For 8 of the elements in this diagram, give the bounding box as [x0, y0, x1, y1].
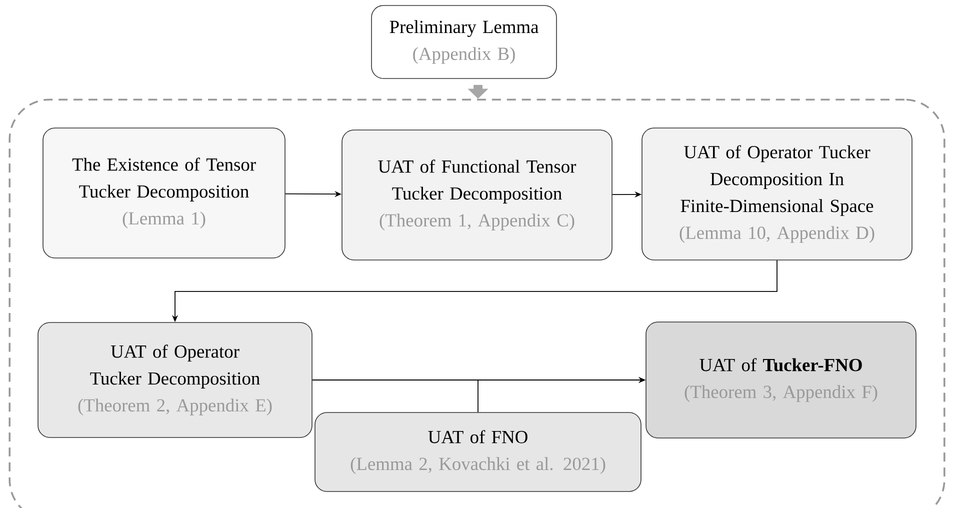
theorem-box: UAT of Operator Tucker Decomposition (Theorem 2, Appendix E) — [38, 322, 312, 438]
dashed-group-frame — [8, 98, 946, 508]
theorem-box: UAT of Tucker-FNO (Theorem 3, Appendix F) — [646, 322, 916, 438]
lemma-box: UAT of FNO (Lemma 2, Kovachki et al. 2021) — [314, 412, 642, 492]
lemma-box: Preliminary Lemma (Appendix B) — [371, 5, 557, 79]
lemma-box: The Existence of Tensor Tucker Decomposition (Lemma 1) — [42, 128, 286, 258]
lemma-box: UAT of Operator Tucker Decomposition In Finite-Dimensional Space (Lemma 10, Appendix D) — [642, 128, 912, 260]
theorem-box: UAT of Functional Tensor Tucker Decomposition (Theorem 1, Appendix C) — [342, 130, 612, 260]
